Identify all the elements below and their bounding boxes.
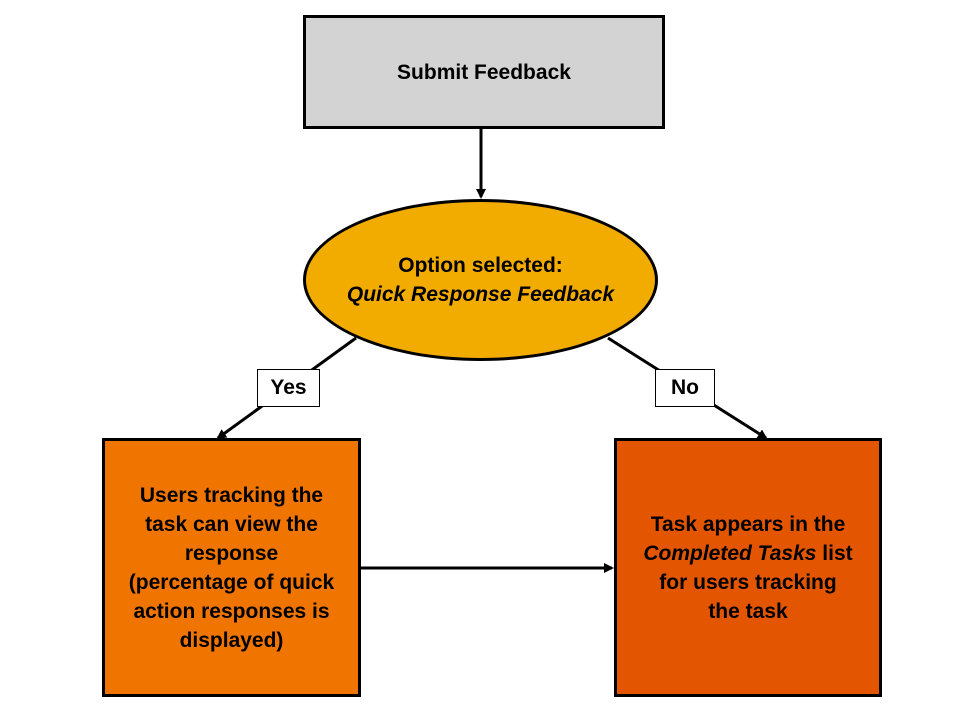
yes-outcome-line: response	[184, 541, 279, 565]
yes-outcome-line: (percentage of quick	[128, 570, 335, 594]
decision-node-option: Quick Response Feedback	[346, 283, 615, 306]
no-outcome-line-2-rest: list	[816, 541, 853, 565]
edge-label-no: No	[655, 369, 715, 407]
yes-outcome-line: displayed)	[179, 628, 284, 652]
edge-label-yes-text: Yes	[270, 376, 307, 399]
no-outcome-line: the task	[708, 599, 788, 623]
no-outcome-line: Task appears in the	[650, 512, 846, 536]
start-node: Submit Feedback	[303, 15, 665, 129]
no-outcome-node: Task appears in the Completed Tasks list…	[614, 438, 882, 697]
no-outcome-line: for users tracking	[659, 570, 837, 594]
no-outcome-line-2: Completed Tasks list	[643, 539, 852, 568]
yes-outcome-line: action responses is	[133, 599, 330, 623]
decision-node: Option selected: Quick Response Feedback	[303, 199, 658, 361]
yes-outcome-node: Users tracking the task can view the res…	[102, 438, 361, 697]
yes-outcome-line: task can view the	[145, 512, 318, 536]
decision-node-title: Option selected:	[398, 254, 563, 277]
start-node-label: Submit Feedback	[397, 60, 571, 84]
yes-outcome-line: Users tracking the	[139, 483, 324, 507]
edge-label-no-text: No	[671, 376, 699, 399]
edge-label-yes: Yes	[257, 369, 320, 407]
completed-tasks-emphasis: Completed Tasks	[643, 541, 817, 565]
